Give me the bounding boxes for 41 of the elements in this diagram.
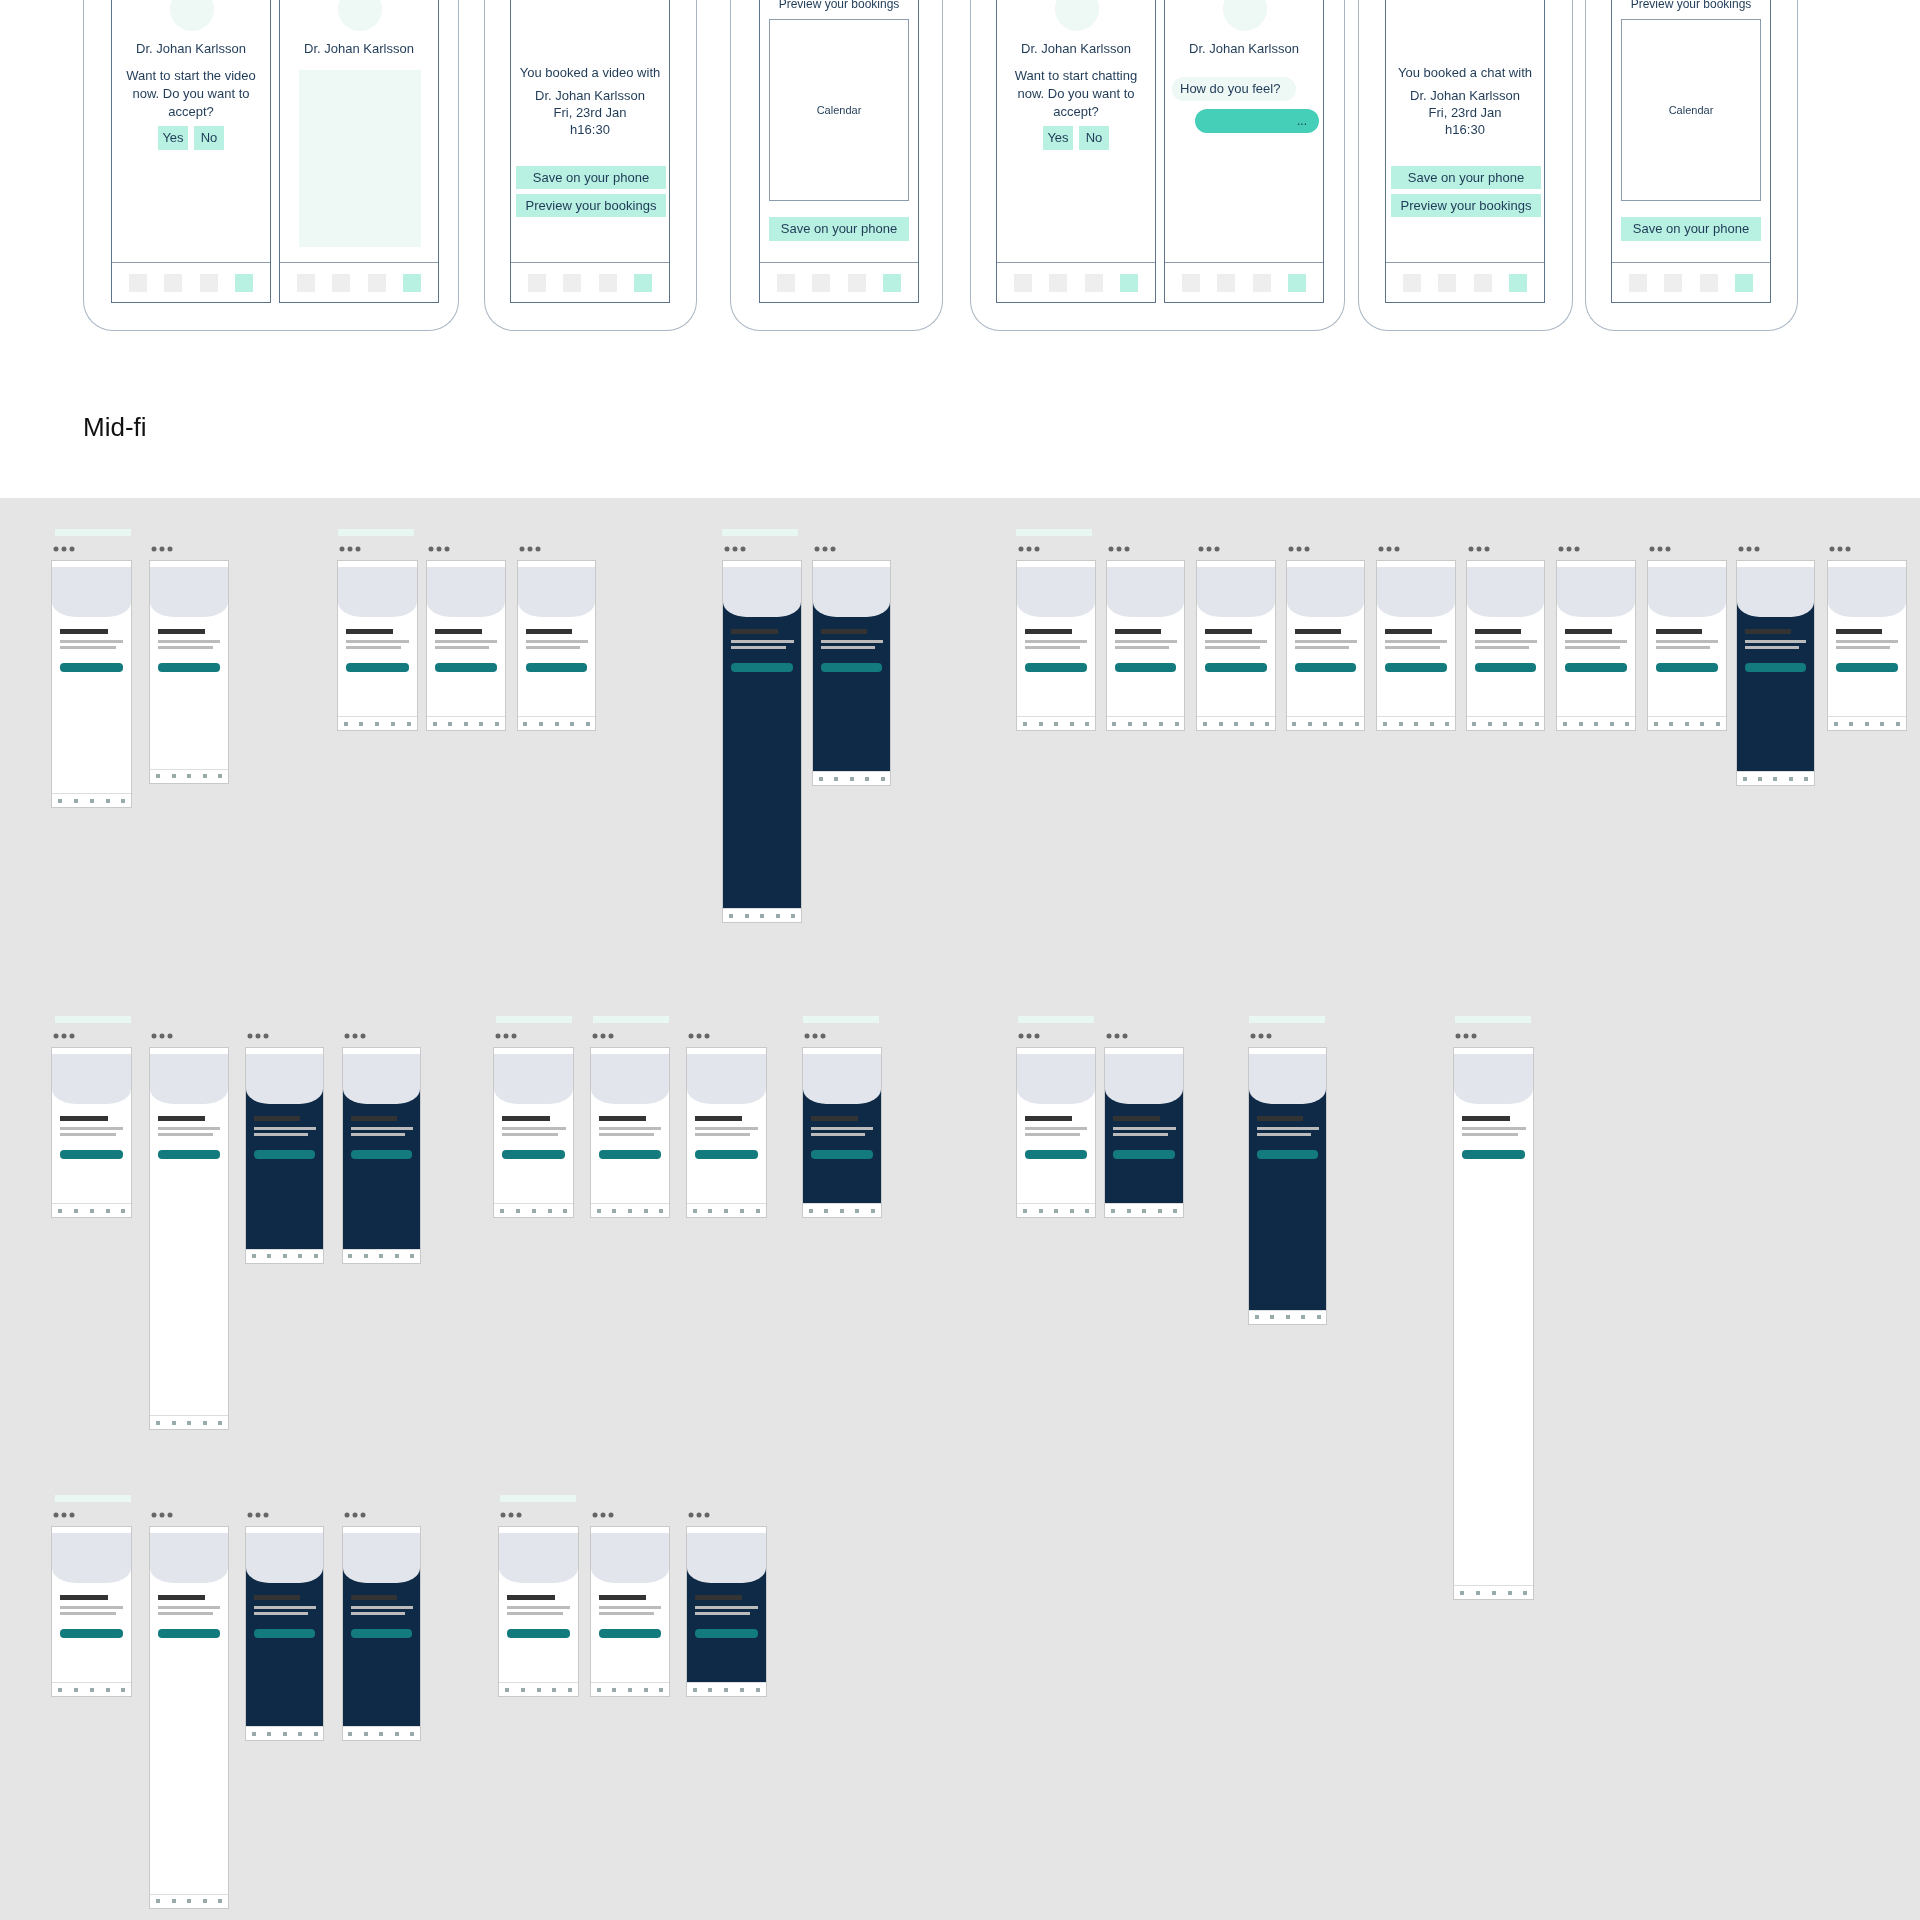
save-button: Save on your phone <box>769 217 909 241</box>
phone-screen <box>1611 0 1771 303</box>
phone-screen <box>111 0 271 303</box>
prompt-text: Want to start the video now. Do you want to accept? <box>126 66 256 121</box>
decline-button: No <box>1079 126 1109 150</box>
booking-text: You booked a chat with <box>1398 64 1532 82</box>
phone-screen <box>279 0 439 303</box>
phone-screen <box>1385 0 1545 303</box>
reply-bubble: ... <box>1195 109 1319 133</box>
accept-button: Yes <box>1043 126 1073 150</box>
device-frame <box>83 0 459 331</box>
screen-heading: Preview your bookings <box>778 0 900 13</box>
accept-button: Yes <box>158 126 188 150</box>
screen-heading: Preview your bookings <box>1630 0 1752 13</box>
calendar-box: Calendar <box>1621 19 1761 201</box>
phone-screen <box>759 0 919 303</box>
save-button: Save on your phone <box>516 166 666 189</box>
phone-screen <box>1164 0 1324 303</box>
booking-details: Dr. Johan Karlsson Fri, 23rd Jan h16:30 <box>1409 86 1521 138</box>
calendar-box: Calendar <box>769 19 909 201</box>
booking-details: Dr. Johan Karlsson Fri, 23rd Jan h16:30 <box>534 86 646 138</box>
doctor-name: Dr. Johan Karlsson <box>304 40 414 58</box>
doctor-name: Dr. Johan Karlsson <box>1021 40 1131 58</box>
section-heading: Mid-fi <box>83 411 147 444</box>
device-frame <box>970 0 1345 331</box>
device-frame <box>1585 0 1798 331</box>
doctor-name: Dr. Johan Karlsson <box>1189 40 1299 58</box>
phone-screen <box>510 0 670 303</box>
prompt-text: Want to start chatting now. Do you want to accept? <box>1013 66 1139 121</box>
device-frame <box>730 0 943 331</box>
save-button: Save on your phone <box>1621 217 1761 241</box>
phone-screen <box>996 0 1156 303</box>
preview-button: Preview your bookings <box>516 194 666 217</box>
booking-text: You booked a video with <box>519 64 661 82</box>
doctor-name: Dr. Johan Karlsson <box>136 40 246 58</box>
decline-button: No <box>194 126 224 150</box>
device-frame <box>1358 0 1573 331</box>
chat-bubble: How do you feel? <box>1172 77 1296 101</box>
preview-button: Preview your bookings <box>1391 194 1541 217</box>
save-button: Save on your phone <box>1391 166 1541 189</box>
device-frame <box>484 0 697 331</box>
